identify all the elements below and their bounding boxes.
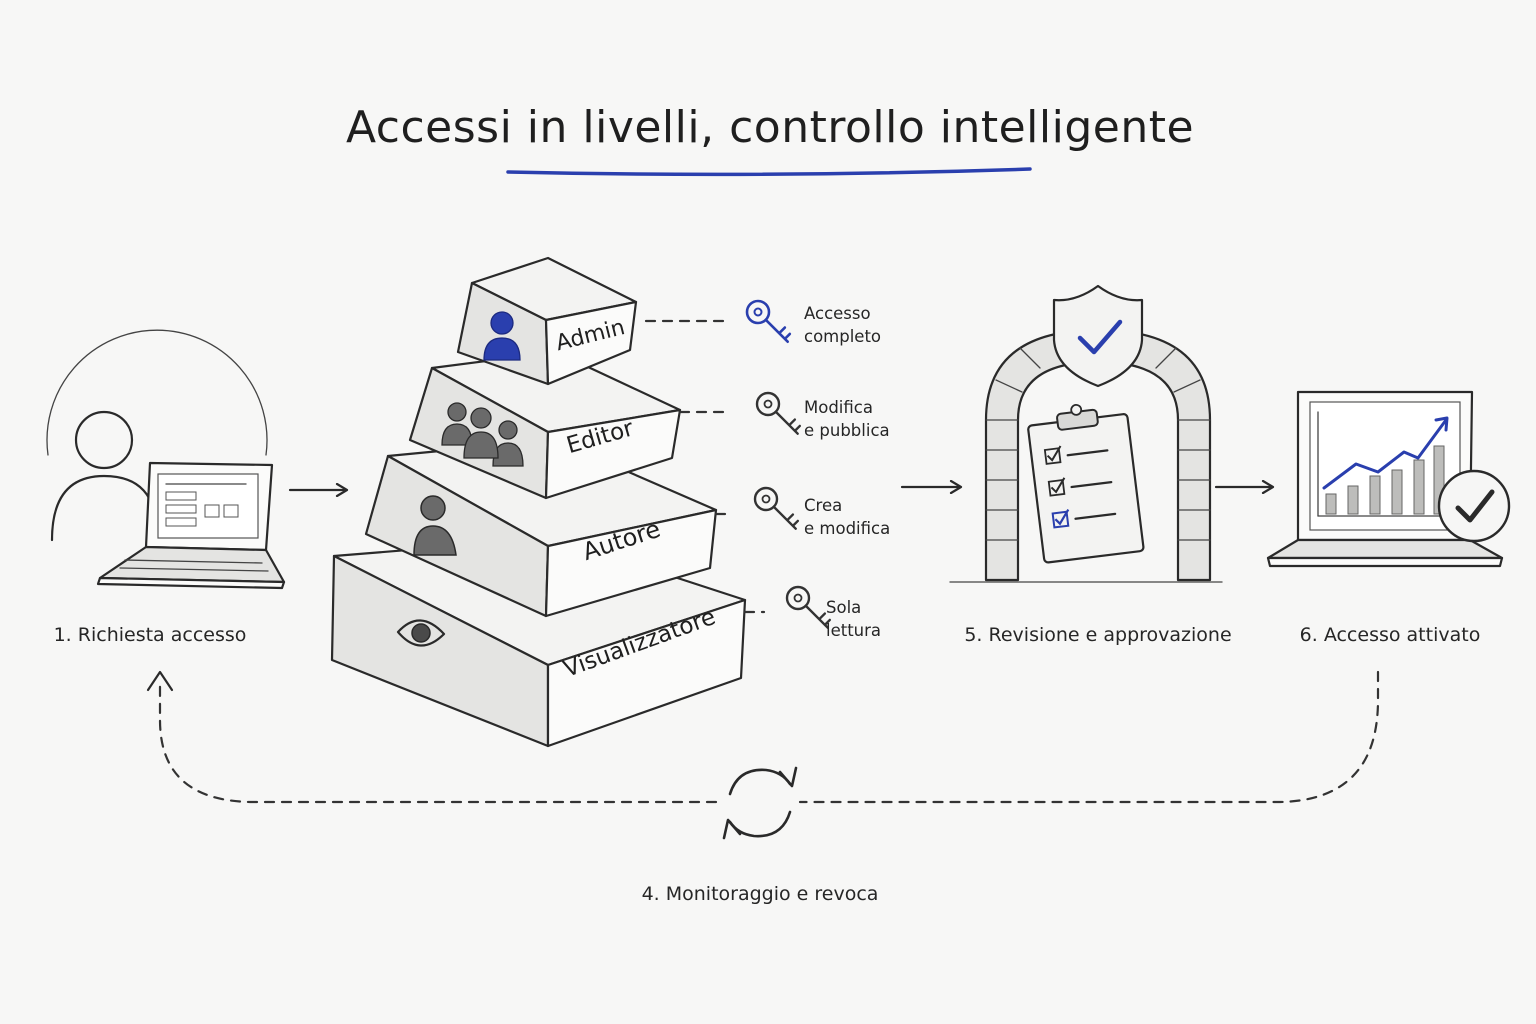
step-6-label: 6. Accesso attivato [1300,624,1481,646]
access-pyramid: Visualizzatore Autore [330,256,747,748]
permission-editor: Modifica e pubblica [678,391,890,440]
page-title: Accessi in livelli, controllo intelligen… [346,102,1194,153]
permission-editor-line1: Modifica [804,398,873,417]
permission-visualizzatore-line2: lettura [826,621,881,640]
feedback-loop-path-left [158,678,718,804]
admin-user-icon [483,311,521,361]
feedback-loop-path [798,670,1380,804]
permission-autore-line1: Crea [804,496,842,515]
permission-admin: Accesso completo [644,299,881,346]
user-laptop-icon [46,329,286,590]
permission-editor-line2: e pubblica [804,421,890,440]
step-1-label: 1. Richiesta accesso [54,624,247,646]
tier-admin: Admin [456,256,638,386]
eye-icon [396,619,446,647]
tier-editor: Editor [408,350,682,500]
permission-autore: Crea e modifica [714,486,890,538]
key-icon [753,486,800,530]
laptop-chart-check-icon [1266,390,1511,568]
permission-visualizzatore: Sola lettura [743,585,881,640]
key-icon [785,585,832,629]
title-underline [506,167,1032,177]
permission-admin-line2: completo [804,327,881,346]
key-icon [755,391,802,435]
step-4-label: 4. Monitoraggio e revoca [642,883,879,905]
shield-gate-checklist-icon [949,284,1223,583]
refresh-cycle-icon [722,766,798,840]
permission-visualizzatore-line1: Sola [826,598,861,617]
permission-autore-line2: e modifica [804,519,890,538]
user-icon [413,495,457,556]
step-5-label: 5. Revisione e approvazione [964,624,1231,646]
permission-admin-line1: Accesso [804,304,871,323]
feedback-arrowhead [146,670,174,692]
group-icon [441,402,524,467]
key-icon [745,299,792,343]
